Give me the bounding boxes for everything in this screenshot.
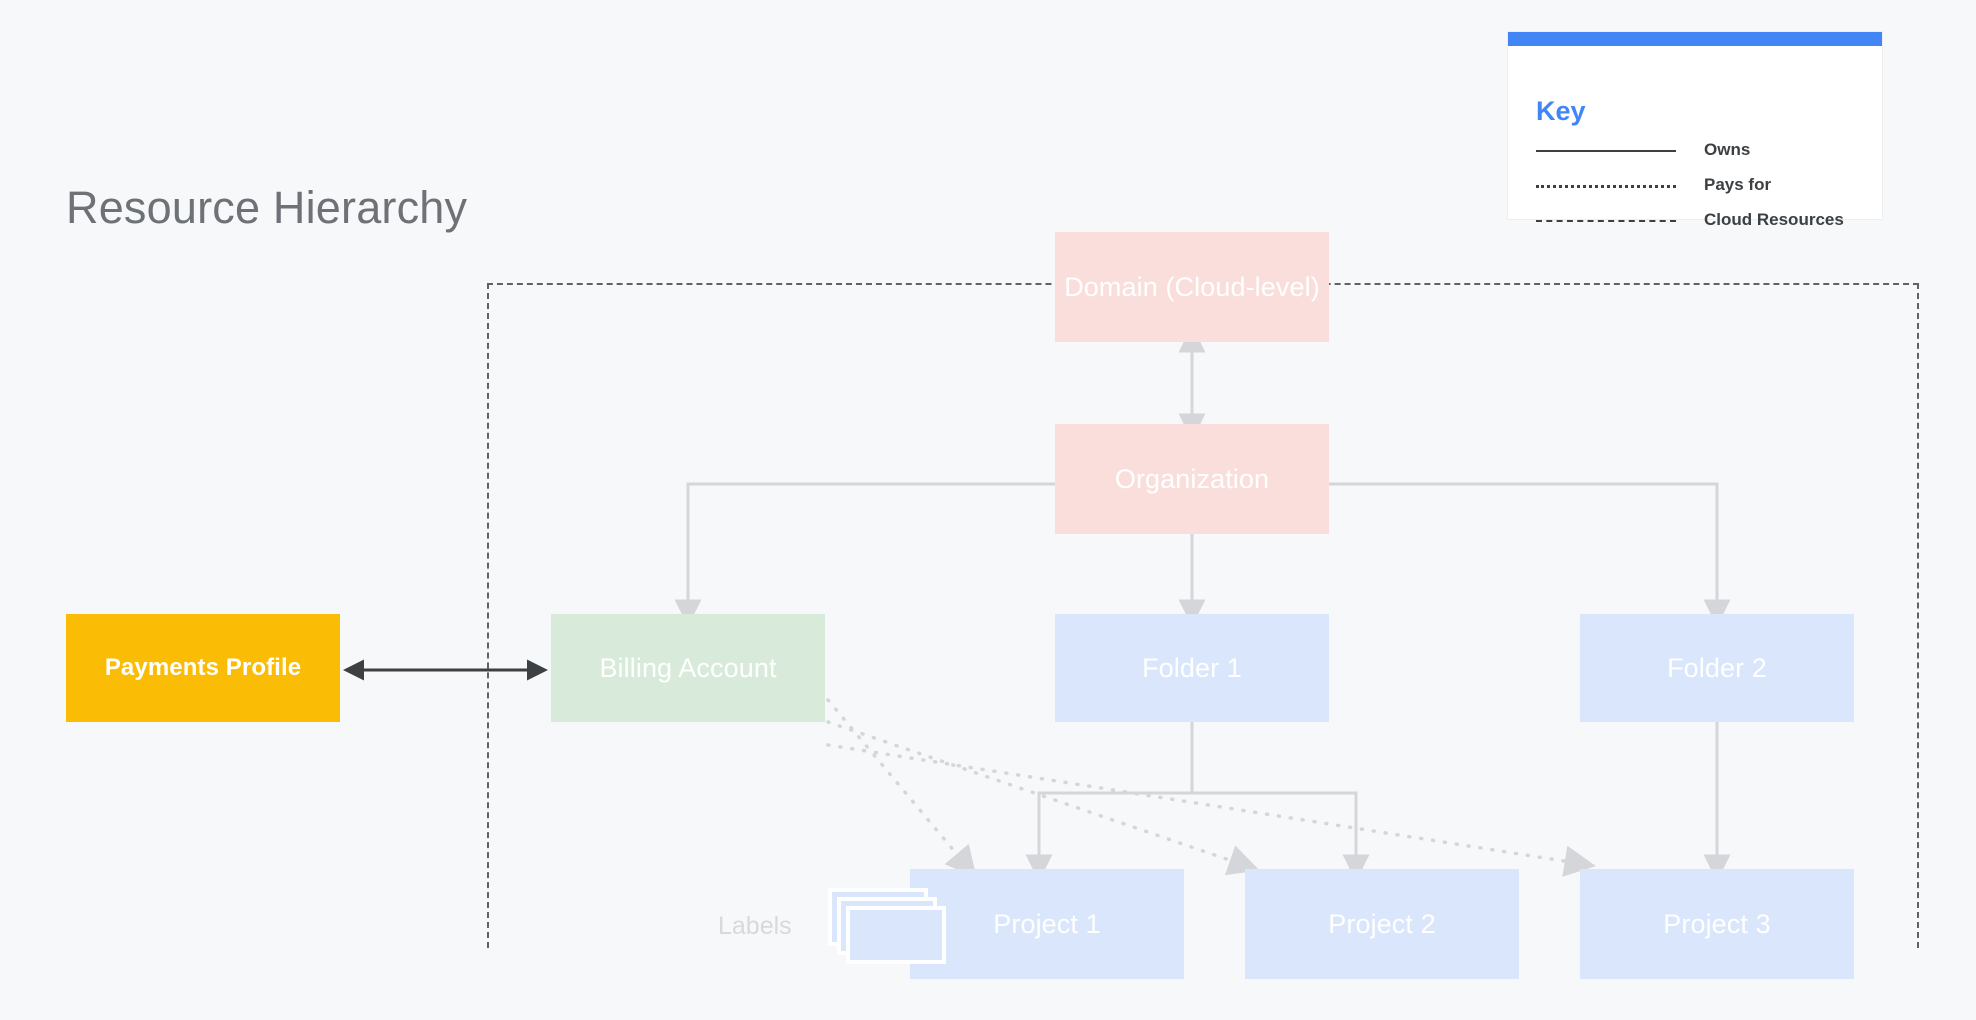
key-item-owns: Owns <box>1536 138 1866 168</box>
labels-text: Labels <box>718 912 792 940</box>
node-domain[interactable]: Domain (Cloud-level) <box>1055 232 1329 342</box>
key-accent-bar <box>1508 32 1882 46</box>
key-item-cloud-resources: Cloud Resources <box>1536 208 1866 238</box>
node-project-1[interactable]: Project 1 <box>910 869 1184 979</box>
node-organization[interactable]: Organization <box>1055 424 1329 534</box>
key-legend-card: Key Owns Pays for Cloud Resources <box>1508 32 1882 229</box>
key-item-label: Pays for <box>1704 175 1772 194</box>
dashed-line-icon <box>1536 220 1676 222</box>
node-project-2[interactable]: Project 2 <box>1245 869 1519 979</box>
dotted-line-icon <box>1536 185 1676 188</box>
node-billing-account[interactable]: Billing Account <box>551 614 825 722</box>
node-folder-2[interactable]: Folder 2 <box>1580 614 1854 722</box>
page-title: Resource Hierarchy <box>66 182 468 233</box>
node-folder-1[interactable]: Folder 1 <box>1055 614 1329 722</box>
key-title: Key <box>1536 96 1586 126</box>
key-item-pays-for: Pays for <box>1536 173 1866 203</box>
stacked-labels-icon <box>828 888 960 968</box>
node-payments-profile[interactable]: Payments Profile <box>66 614 340 722</box>
solid-line-icon <box>1536 150 1676 152</box>
key-item-label: Cloud Resources <box>1704 210 1844 229</box>
node-project-3[interactable]: Project 3 <box>1580 869 1854 979</box>
key-item-label: Owns <box>1704 140 1751 159</box>
